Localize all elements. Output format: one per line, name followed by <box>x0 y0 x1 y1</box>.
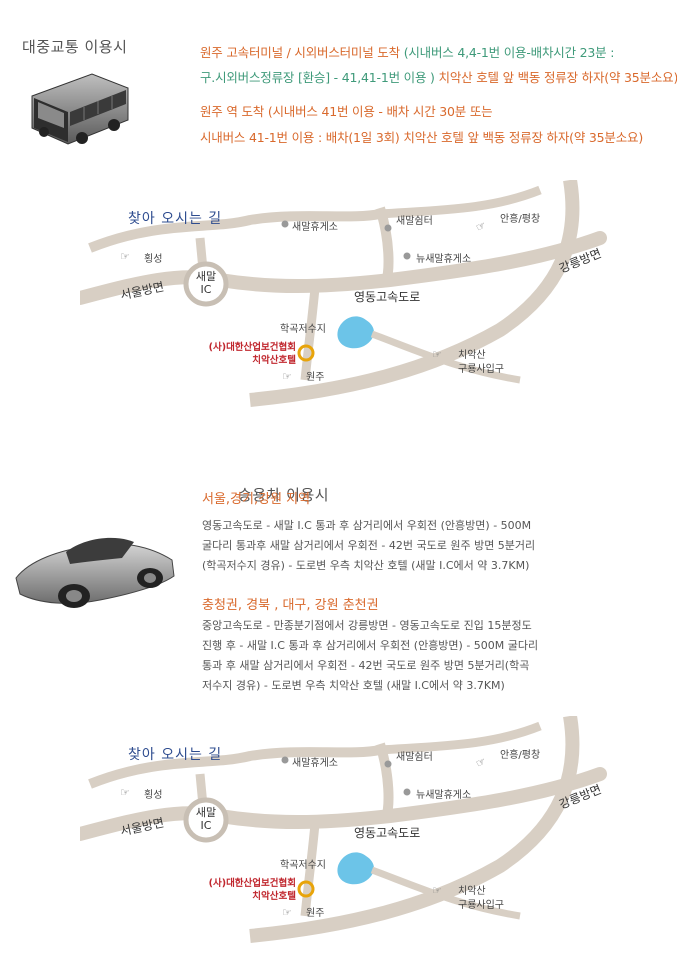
transport-line-2-part-1: 구.시외버스정류장 [환승] - 41,41-1번 이용 ) <box>200 70 439 85</box>
map-2-reservoir-label: 학곡저수지 <box>280 860 326 871</box>
map-2-pointing-hand-icon-wonju: ☞ <box>282 906 292 919</box>
car-region-1-heading: 서울,경기,강원 지역 <box>202 492 311 507</box>
car-region-1-text: 영동고속도로 - 새말 I.C 통과 후 삼거리에서 우회전 (안흥방면) - … <box>202 516 535 576</box>
map-2-chiaksan-label: 치악산 <box>458 886 486 897</box>
transport-line-3-part-1: 원주 역 도착 <box>200 104 268 119</box>
map-1-wonju-label: 원주 <box>306 372 325 383</box>
map-1-rest-area-label: 새말휴게소 <box>292 222 338 233</box>
map-2-hotel-line-2: 치악산호텔 <box>252 891 296 902</box>
transport-line-1-part-2: (시내버스 4,4-1번 이용-배차시간 23분 : <box>403 45 615 60</box>
directions-map-2: 찾아 오시는 길 새말휴게소 새말쉼터 ☞ 안흥/평창 ☞ 횡성 뉴새말휴게소 … <box>80 716 660 946</box>
map-2-title: 찾아 오시는 길 <box>128 747 223 763</box>
public-transport-title: 대중교통 이용시 <box>22 38 128 56</box>
map-2-highway-label: 영동고속도로 <box>354 826 421 840</box>
car-region-1-line-1: 영동고속도로 - 새말 I.C 통과 후 삼거리에서 우회전 (안흥방면) - … <box>202 519 532 532</box>
map-1-shelter-label: 새말쉼터 <box>396 216 433 227</box>
car-region-2-line-3: 통과 후 새말 삼거리에서 우회전 - 42번 국도로 원주 방면 5분거리(학… <box>202 659 530 672</box>
map-1-hoengseong-label: 횡성 <box>144 254 163 265</box>
map-2-ic-name: 새말 <box>195 806 217 819</box>
map-2-wonju-label: 원주 <box>306 908 325 919</box>
directions-map-1: 찾아 오시는 길 새말휴게소 새말쉼터 ☞ 안흥/평창 ☞ 횡성 뉴새말휴게소 … <box>80 180 660 410</box>
map-2-pointing-hand-icon-chiaksan: ☞ <box>432 884 442 897</box>
map-1-reservoir-label: 학곡저수지 <box>280 324 326 335</box>
map-1-hotel-line-2: 치악산호텔 <box>252 355 296 366</box>
transport-line-2: 구.시외버스정류장 [환승] - 41,41-1번 이용 ) 치악산 호텔 앞 … <box>200 67 677 86</box>
bus-icon <box>22 68 134 150</box>
map-1-new-rest-area-label: 뉴새말휴게소 <box>416 254 472 265</box>
transport-line-2-part-2: 치악산 호텔 앞 백동 정류장 하자(약 35분소요) <box>438 70 677 85</box>
transport-line-3-part-2: (시내버스 41번 이용 - 배차 시간 30분 또는 <box>267 104 493 119</box>
car-region-1-line-2: 굴다리 통과후 새말 삼거리에서 우회전 - 42번 국도로 원주 방면 5분거… <box>202 539 536 552</box>
map-1-pointing-hand-icon-chiaksan: ☞ <box>432 348 442 361</box>
transport-line-4-part-1: 시내버스 41-1번 이용 : 배차(1일 3회) <box>200 130 404 145</box>
map-2-shelter-label: 새말쉼터 <box>396 752 433 763</box>
map-2-ic-sub: IC <box>200 819 212 832</box>
transport-line-1-part-1: 원주 고속터미널 / 시외버스터미널 도착 <box>200 45 404 60</box>
map-1-ic-sub: IC <box>200 283 212 296</box>
transport-line-3: 원주 역 도착 (시내버스 41번 이용 - 배차 시간 30분 또는 <box>200 101 493 120</box>
map-1-anheung-label: 안흥/평창 <box>500 214 541 225</box>
map-2-hoengseong-label: 횡성 <box>144 790 163 801</box>
map-2-pointing-hand-icon-hoengseong: ☞ <box>120 786 130 799</box>
transport-line-1: 원주 고속터미널 / 시외버스터미널 도착 (시내버스 4,4-1번 이용-배차… <box>200 42 614 61</box>
car-region-2-line-1: 중앙고속도로 - 만종분기점에서 강릉방면 - 영동고속도로 진입 15분정도 <box>202 619 532 632</box>
map-2-roads <box>80 716 607 943</box>
car-region-2-text: 중앙고속도로 - 만종분기점에서 강릉방면 - 영동고속도로 진입 15분정도 … <box>202 616 538 696</box>
car-icon <box>10 520 180 615</box>
map-1-hotel-line-1: (사)대한산업보건협회 <box>208 342 296 353</box>
map-1-highway-label: 영동고속도로 <box>354 290 421 304</box>
map-2-chiaksan-entrance-label: 구룡사입구 <box>458 900 504 911</box>
map-1-title: 찾아 오시는 길 <box>128 211 223 227</box>
map-1-chiaksan-label: 치악산 <box>458 350 486 361</box>
map-2-rest-area-label: 새말휴게소 <box>292 758 338 769</box>
map-1-roads <box>80 180 607 407</box>
car-region-2-line-4: 저수지 경유) - 도로변 우측 치악산 호텔 (새말 I.C에서 약 3.7K… <box>202 679 505 692</box>
transport-line-4-part-2: 치악산 호텔 앞 백동 정류장 하자(약 35분소요) <box>403 130 643 145</box>
map-1-pointing-hand-icon-hoengseong: ☞ <box>120 250 130 263</box>
map-2-anheung-label: 안흥/평창 <box>500 750 541 761</box>
transport-line-4: 시내버스 41-1번 이용 : 배차(1일 3회) 치악산 호텔 앞 백동 정류… <box>200 127 643 146</box>
map-2-hotel-line-1: (사)대한산업보건협회 <box>208 878 296 889</box>
car-region-2-heading: 충청권, 경북 , 대구, 강원 춘천권 <box>202 598 379 613</box>
map-1-ic-name: 새말 <box>195 270 217 283</box>
car-title: 승용차 이용시 <box>238 486 330 504</box>
car-region-1-line-3: (학곡저수지 경유) - 도로변 우측 치악산 호텔 (새말 I.C에서 약 3… <box>202 559 530 572</box>
map-2-new-rest-area-label: 뉴새말휴게소 <box>416 790 472 801</box>
map-1-pointing-hand-icon-wonju: ☞ <box>282 370 292 383</box>
car-region-2-line-2: 진행 후 - 새말 I.C 통과 후 삼거리에서 우회전 (안흥방면) - 50… <box>202 639 539 652</box>
map-1-chiaksan-entrance-label: 구룡사입구 <box>458 364 504 375</box>
